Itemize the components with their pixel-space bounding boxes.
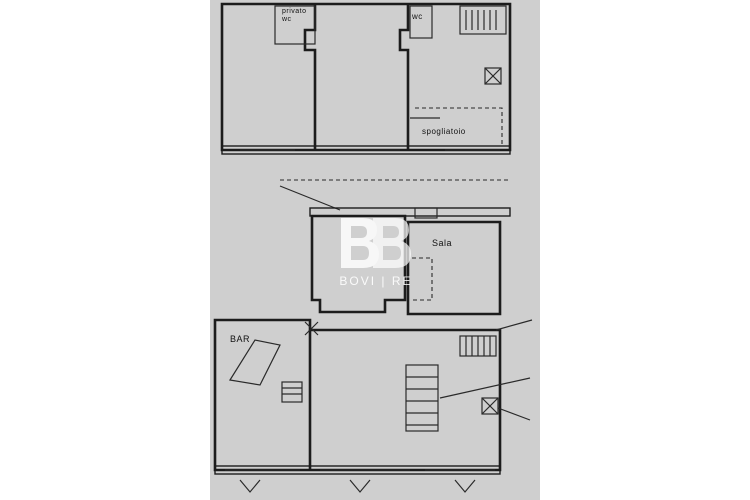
upper-shaft <box>484 67 502 85</box>
upper-facade <box>221 145 511 155</box>
entry-arrows <box>239 479 476 493</box>
floor-plan-drawing <box>213 2 533 493</box>
room-label-spogliatoio: spogliatoio <box>422 127 466 136</box>
leader-line-shaft <box>497 407 531 421</box>
lower-floor <box>213 318 533 493</box>
lower-outer-wall <box>213 318 502 472</box>
privato-wc-box <box>274 5 316 45</box>
central-stair <box>405 364 439 432</box>
watermark-logo-icon <box>341 218 411 268</box>
wc-box <box>409 5 433 39</box>
room-label-wc: wc <box>412 12 423 21</box>
lower-shaft <box>481 397 499 415</box>
sala-dashed <box>412 257 433 301</box>
upper-floor <box>220 2 512 155</box>
brand-watermark: BOVI | RE <box>333 212 419 292</box>
bar-door <box>304 321 319 336</box>
lower-facade <box>214 465 501 475</box>
upper-partition-right <box>398 4 410 150</box>
room-label-bar: BAR <box>230 334 251 344</box>
room-label-sala: Sala <box>432 238 453 248</box>
leader-line-stair <box>439 377 531 399</box>
middle-facade <box>309 207 511 217</box>
sala-room <box>406 220 502 316</box>
bar-counter <box>229 339 281 386</box>
bar-stair <box>281 381 303 403</box>
upper-stair <box>459 5 507 35</box>
watermark-brand-text: BOVI | RE <box>339 274 413 288</box>
right-stair <box>459 335 497 357</box>
upper-outer-wall <box>220 2 512 152</box>
middle-door <box>414 207 438 219</box>
spogliatoio-zone <box>415 107 503 146</box>
upper-partition-left <box>303 4 317 150</box>
leader-line-top <box>279 185 341 211</box>
leader-line-right <box>495 319 533 331</box>
